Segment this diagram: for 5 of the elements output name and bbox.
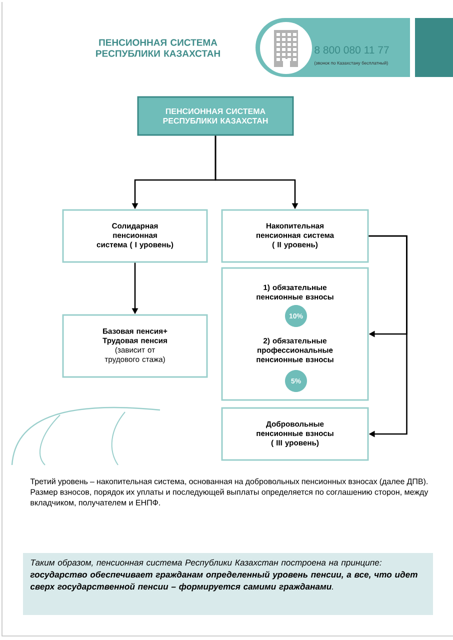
note-band: Таким образом, пенсионная система Республики Казахстан построена на принципе: государство обеспечивает гражданам определенный уровень пенсии, а все, что идет сверх государственной пенсии – формируется самими гражданами. xyxy=(23,553,433,615)
paragraph: Третий уровень – накопительная система, основанная на добровольных пенсионных взносах (далее ДПВ). Размер взносов, порядок их уплаты и последующей выплаты определяется по соглашению сторон, между вкладчиком, получателем и ЕНПФ. xyxy=(30,478,428,507)
process-box: ПЕНСИОННАЯ СИСТЕМА РЕСПУБЛИКИ КАЗАХСТАН xyxy=(137,96,294,136)
page-title: ПЕНСИОННАЯ СИСТЕМА РЕСПУБЛИКИ КАЗАХСТАН xyxy=(96,39,220,57)
arrow xyxy=(368,235,408,438)
